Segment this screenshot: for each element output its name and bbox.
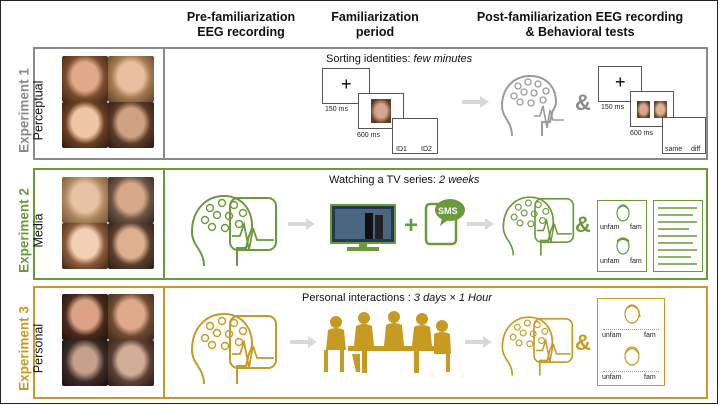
questionnaire-icon bbox=[653, 200, 703, 272]
experiment-1-border bbox=[33, 47, 708, 160]
face-photo bbox=[108, 294, 154, 340]
experiment-1-separator bbox=[163, 49, 165, 158]
experiment-3-kind: Personal bbox=[31, 323, 46, 374]
experiment-1-label: Experiment 1 Perceptual bbox=[17, 66, 46, 156]
face-photo bbox=[108, 223, 154, 269]
face-sketch-icon bbox=[624, 304, 641, 324]
response-option: ID1 bbox=[396, 146, 407, 153]
tv-icon bbox=[330, 204, 396, 251]
fixation-cross-icon: + bbox=[615, 72, 626, 92]
face-sketch-icon bbox=[624, 346, 640, 366]
face-photo bbox=[108, 102, 154, 148]
experiment-2-border bbox=[33, 168, 708, 280]
face-photo bbox=[108, 56, 154, 102]
experiment-3-border bbox=[33, 286, 708, 399]
face-photo bbox=[108, 177, 154, 223]
eeg-head-icon bbox=[190, 312, 277, 385]
experiment-3-title: Experiment 3 bbox=[16, 306, 32, 391]
plus-sign: + bbox=[404, 212, 419, 239]
arrow-icon bbox=[288, 218, 315, 230]
timing-label: 600 ms bbox=[630, 130, 653, 137]
response-option: fam bbox=[644, 332, 656, 339]
response-screen: same diff bbox=[662, 117, 706, 154]
experiment-1-caption: Sorting identities: few minutes bbox=[326, 53, 473, 65]
experiment-2-kind: Media bbox=[31, 213, 46, 248]
experiment-1-title: Experiment 1 bbox=[16, 68, 32, 153]
response-option: unfam bbox=[602, 374, 622, 381]
response-option: unfam bbox=[602, 332, 622, 339]
timing-label: 600 ms bbox=[357, 132, 380, 139]
experiment-2-caption: Watching a TV series: 2 weeks bbox=[329, 174, 480, 186]
people-table-icon bbox=[324, 311, 451, 373]
face-photo bbox=[108, 340, 154, 386]
face-photo bbox=[62, 56, 108, 102]
eeg-head-icon bbox=[502, 196, 575, 256]
response-option: fam bbox=[644, 374, 656, 381]
eeg-head-icon bbox=[190, 194, 277, 267]
face-test-card: unfam fam unfam fam bbox=[597, 298, 665, 386]
phone-sms-icon bbox=[424, 199, 465, 246]
experiment-2-faces bbox=[62, 177, 154, 269]
timing-label: 150 ms bbox=[325, 106, 348, 113]
face-sketch-icon bbox=[616, 237, 630, 255]
ampersand: & bbox=[575, 90, 591, 115]
timing-label: 150 ms bbox=[601, 104, 624, 111]
experiment-2-separator bbox=[163, 170, 165, 278]
face-stimulus bbox=[371, 99, 391, 123]
header-post-familiarization: Post-familiarization EEG recording & Beh… bbox=[476, 10, 684, 39]
experiment-1-kind: Perceptual bbox=[31, 80, 46, 141]
face-photo bbox=[62, 294, 108, 340]
response-option: fam bbox=[630, 258, 642, 265]
face-test-card: unfam fam unfam fam bbox=[597, 200, 647, 272]
response-option: fam bbox=[630, 224, 642, 231]
response-screen: ID1 ID2 bbox=[392, 118, 438, 154]
response-option: same bbox=[665, 146, 683, 153]
experiment-1-faces bbox=[62, 56, 154, 148]
face-photo bbox=[62, 223, 108, 269]
arrow-icon bbox=[462, 96, 489, 108]
face-photo bbox=[62, 177, 108, 223]
experiment-2-title: Experiment 2 bbox=[16, 188, 32, 273]
face-photo bbox=[62, 340, 108, 386]
ampersand: & bbox=[575, 212, 591, 237]
experiment-2-label: Experiment 2 Media bbox=[17, 186, 46, 276]
header-familiarization: Familiarization period bbox=[331, 10, 419, 39]
response-option: diff bbox=[691, 146, 701, 153]
fixation-cross-icon: + bbox=[341, 74, 352, 94]
experiment-3-label: Experiment 3 Personal bbox=[17, 304, 46, 394]
response-option: unfam bbox=[600, 258, 620, 265]
response-option: unfam bbox=[600, 224, 620, 231]
experiment-3-caption: Personal interactions : 3 days × 1 Hour bbox=[302, 292, 492, 304]
face-stimulus bbox=[637, 101, 650, 118]
face-stimulus bbox=[654, 101, 667, 118]
arrow-icon bbox=[467, 218, 494, 230]
experiment-3-separator bbox=[163, 288, 165, 397]
ampersand: & bbox=[575, 330, 591, 355]
header-pre-familiarization: Pre-familiarization EEG recording bbox=[186, 10, 296, 39]
arrow-icon bbox=[290, 336, 317, 348]
response-option: ID2 bbox=[421, 146, 432, 153]
eeg-head-icon bbox=[501, 316, 574, 376]
arrow-icon bbox=[465, 336, 492, 348]
face-photo bbox=[62, 102, 108, 148]
experiment-3-faces bbox=[62, 294, 154, 386]
face-sketch-icon bbox=[616, 204, 630, 222]
sms-label: SMS bbox=[438, 206, 458, 216]
eeg-head-icon bbox=[500, 74, 564, 137]
